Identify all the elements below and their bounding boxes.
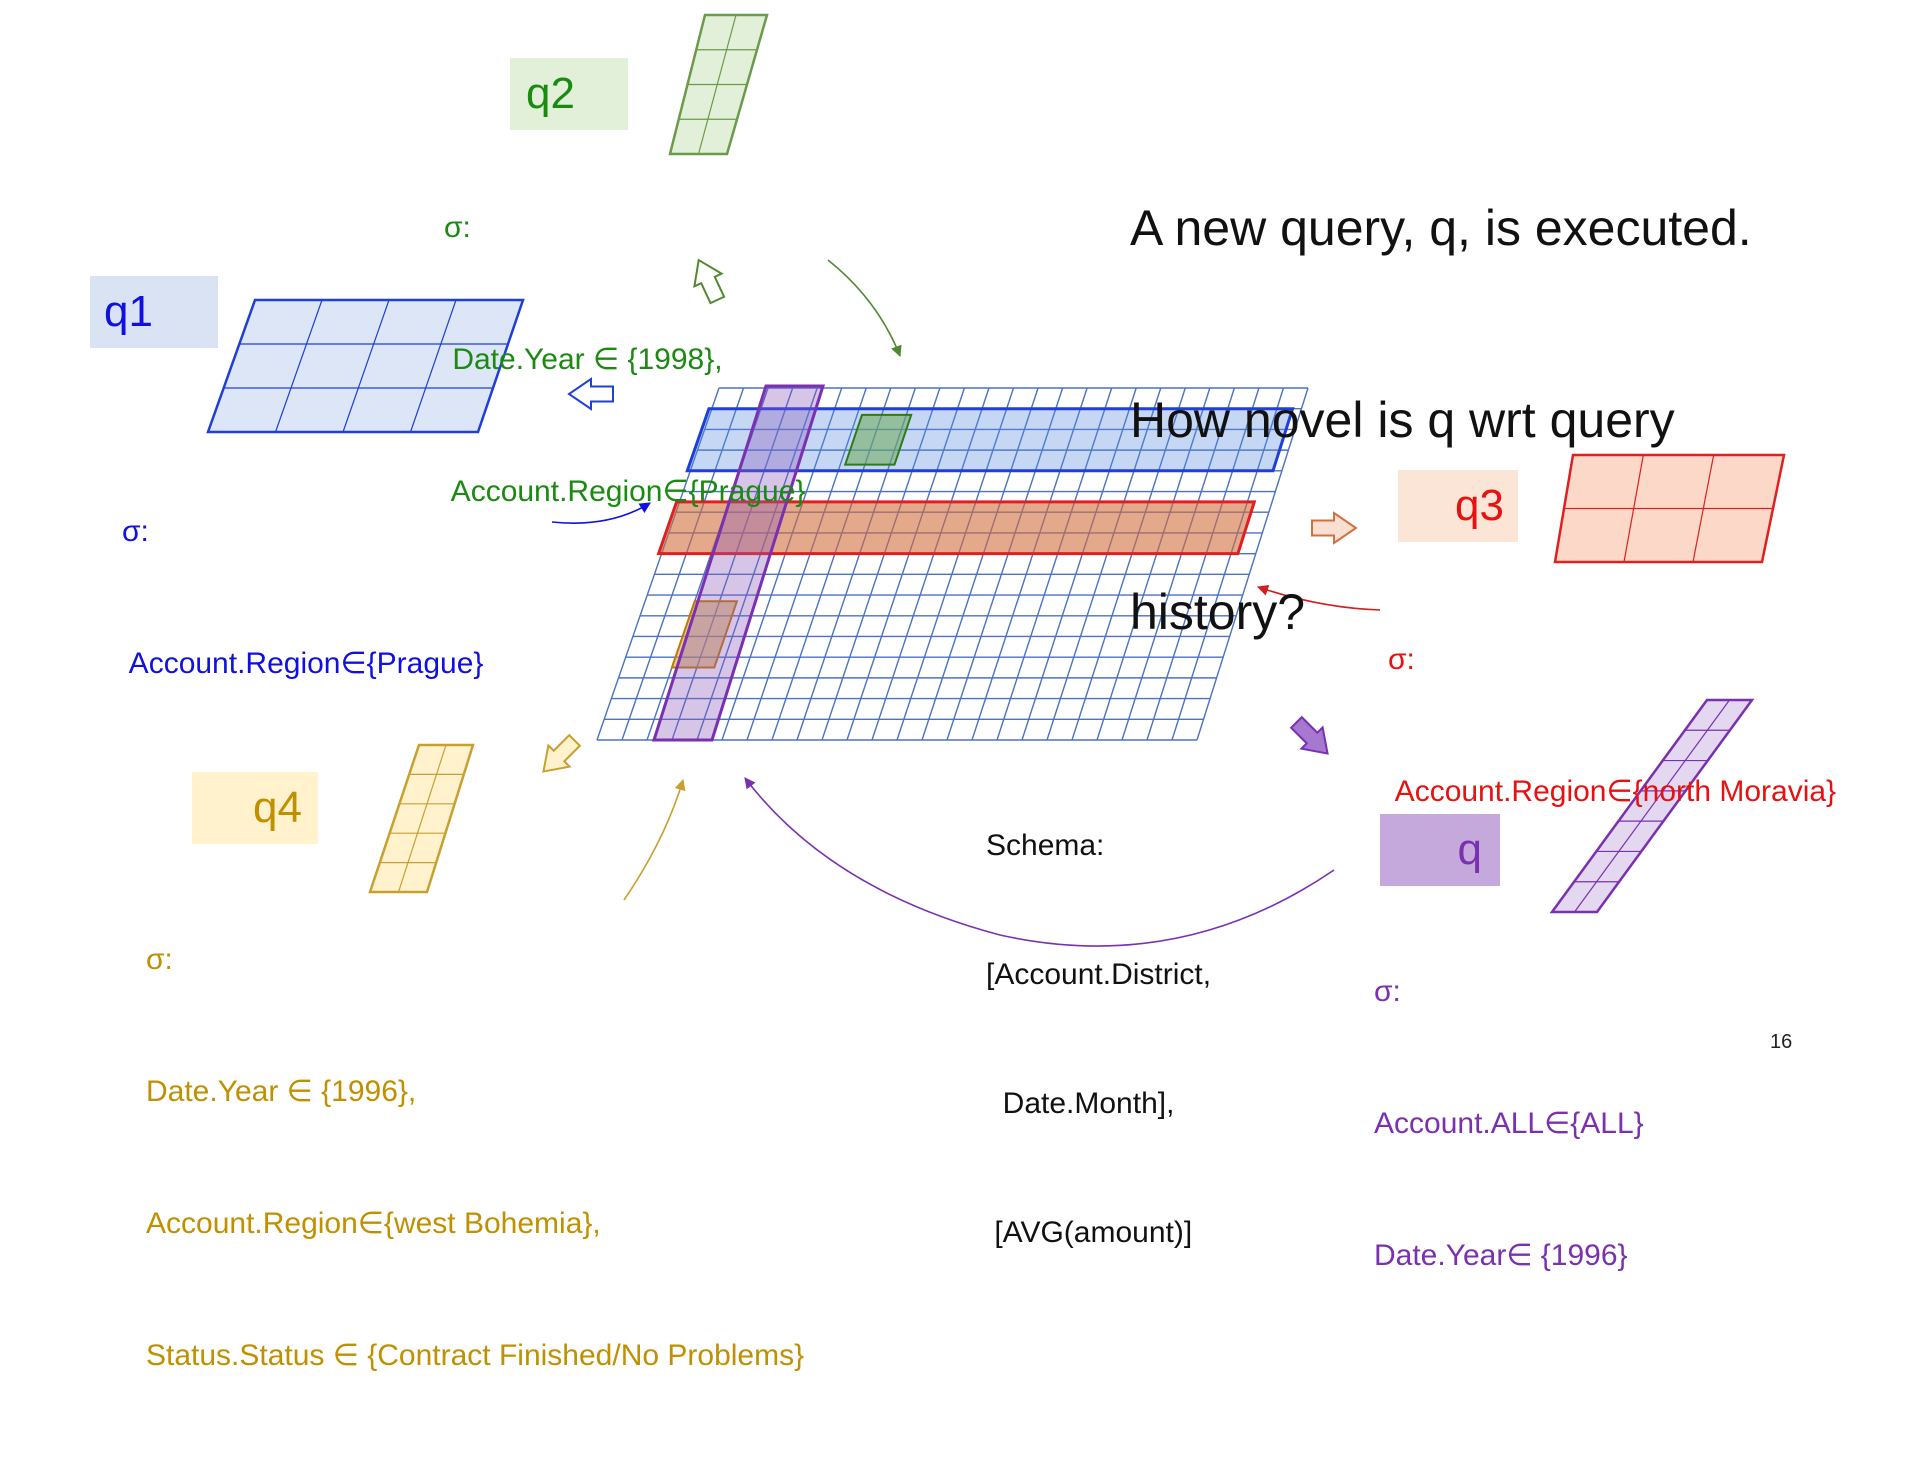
q3-label: q3 bbox=[1455, 481, 1504, 530]
q-label: q bbox=[1457, 825, 1482, 874]
question-line: How novel is q wrt query bbox=[1130, 392, 1675, 448]
q2-sigma: σ: bbox=[444, 211, 471, 244]
q-input-arrow bbox=[744, 777, 1335, 947]
grid-column-line bbox=[1046, 387, 1162, 741]
grid-column-line bbox=[1121, 387, 1236, 741]
q4-output-arrow bbox=[542, 733, 582, 773]
data-cube-grid bbox=[596, 384, 1309, 742]
q-condition: Date.Year∈ {1996} bbox=[1374, 1239, 1628, 1272]
q3-label-box: q3 bbox=[1398, 470, 1518, 542]
q-highlight-column bbox=[651, 384, 826, 742]
q4-sigma: σ: bbox=[146, 943, 173, 976]
q2-condition: Account.Region∈{Prague} bbox=[444, 475, 806, 508]
q3-result-grid bbox=[1553, 453, 1786, 564]
q1-input-arrow bbox=[551, 502, 651, 524]
q2-label-box: q2 bbox=[510, 58, 628, 130]
q4-input-arrow bbox=[623, 778, 686, 901]
grid-column-line bbox=[921, 387, 1039, 741]
q-condition: Account.ALL∈{ALL} bbox=[1374, 1107, 1644, 1140]
q1-output-arrow bbox=[567, 377, 614, 411]
q-label-box: q bbox=[1380, 814, 1500, 886]
slide: A new query, q, is executed. How novel i… bbox=[90, 13, 1836, 1372]
q4-label-box: q4 bbox=[192, 772, 318, 844]
q1-label: q1 bbox=[104, 287, 153, 336]
q1-label-box: q1 bbox=[90, 276, 218, 348]
q3-output-arrow bbox=[1311, 511, 1358, 545]
question-line: A new query, q, is executed. bbox=[1130, 200, 1752, 256]
schema-line: Schema: bbox=[986, 829, 1105, 862]
q4-selection: σ: Date.Year ∈ {1996}, Account.Region∈{w… bbox=[146, 850, 804, 1466]
q1-sigma: σ: bbox=[122, 515, 149, 548]
grid-column-line bbox=[896, 387, 1015, 741]
grid-column-line bbox=[721, 387, 843, 741]
q1-highlight-band bbox=[685, 407, 1295, 473]
q4-condition: Date.Year ∈ {1996}, bbox=[146, 1075, 417, 1108]
q4-condition: Status.Status ∈ {Contract Finished/No Pr… bbox=[146, 1339, 805, 1372]
grid-column-line bbox=[846, 387, 966, 741]
query-result-grids bbox=[206, 13, 1786, 914]
q1-result-grid-col-line bbox=[342, 299, 390, 433]
q4-highlight-cell bbox=[670, 600, 739, 669]
grid-column-line bbox=[821, 387, 941, 741]
q3-sigma: σ: bbox=[1388, 643, 1415, 676]
q-result-grid-col-line bbox=[1574, 699, 1730, 913]
grid-column-line bbox=[696, 387, 818, 741]
q2-output-arrow bbox=[693, 258, 726, 305]
grid-column-line bbox=[1196, 387, 1309, 741]
q-selection: σ: Account.ALL∈{ALL} Date.Year∈ {1996} bbox=[1374, 882, 1644, 1366]
grid-column-line bbox=[946, 387, 1064, 741]
q1-selection: σ: Account.Region∈{Prague} bbox=[122, 422, 483, 774]
q1-result-grid-col-line bbox=[274, 299, 323, 433]
q4-condition: Account.Region∈{west Bohemia}, bbox=[146, 1207, 601, 1240]
question-line: history? bbox=[1130, 584, 1306, 640]
schema-line: [Account.District, bbox=[986, 958, 1212, 991]
q2-result-grid bbox=[668, 13, 769, 156]
schema-text: Schema: [Account.District, Date.Month], … bbox=[986, 738, 1211, 1340]
page-number: 16 bbox=[1770, 1031, 1793, 1053]
q1-condition: Account.Region∈{Prague} bbox=[122, 647, 484, 680]
q3-highlight-band bbox=[656, 500, 1257, 556]
q2-selection: σ: Date.Year ∈ {1998}, Account.Region∈{P… bbox=[444, 118, 805, 602]
q2-label: q2 bbox=[526, 69, 575, 118]
q4-result-grid bbox=[368, 743, 475, 894]
grid-column-line bbox=[1071, 387, 1186, 741]
q4-label: q4 bbox=[253, 783, 302, 832]
q3-selection: σ: Account.Region∈{north Moravia} bbox=[1388, 550, 1836, 902]
q4-result-grid-outline bbox=[368, 743, 475, 894]
grid-column-line bbox=[1146, 387, 1260, 741]
grid-column-line bbox=[746, 387, 867, 741]
q-output-arrow bbox=[1289, 715, 1329, 755]
q2-input-arrow bbox=[827, 259, 902, 358]
q-sigma: σ: bbox=[1374, 975, 1401, 1008]
grid-column-line bbox=[971, 387, 1088, 741]
q4-result-grid-col-line bbox=[397, 744, 447, 893]
q-result-grid bbox=[1549, 698, 1755, 914]
schema-line: [AVG(amount)] bbox=[986, 1216, 1193, 1249]
q2-condition: Date.Year ∈ {1998}, bbox=[444, 343, 723, 376]
grid-column-line bbox=[1171, 387, 1285, 741]
connector-arrows bbox=[542, 258, 1381, 947]
q2-highlight-cell bbox=[843, 413, 913, 466]
grid-column-line bbox=[621, 387, 745, 741]
q1-result-grid-col-line bbox=[409, 299, 457, 433]
grid-column-line bbox=[996, 387, 1113, 741]
q1-result-grid bbox=[206, 298, 525, 434]
diagram-canvas bbox=[206, 13, 1786, 947]
grid-background bbox=[597, 388, 1308, 740]
schema-line: Date.Month], bbox=[986, 1087, 1175, 1120]
q3-input-arrow bbox=[1256, 584, 1381, 611]
grid-column-line bbox=[596, 387, 720, 741]
grid-column-line bbox=[1021, 387, 1137, 741]
grid-column-line bbox=[671, 387, 794, 741]
grid-column-line bbox=[1096, 387, 1211, 741]
question-text: A new query, q, is executed. How novel i… bbox=[1130, 68, 1752, 772]
q3-condition: Account.Region∈{north Moravia} bbox=[1388, 775, 1837, 808]
grid-column-line bbox=[871, 387, 990, 741]
